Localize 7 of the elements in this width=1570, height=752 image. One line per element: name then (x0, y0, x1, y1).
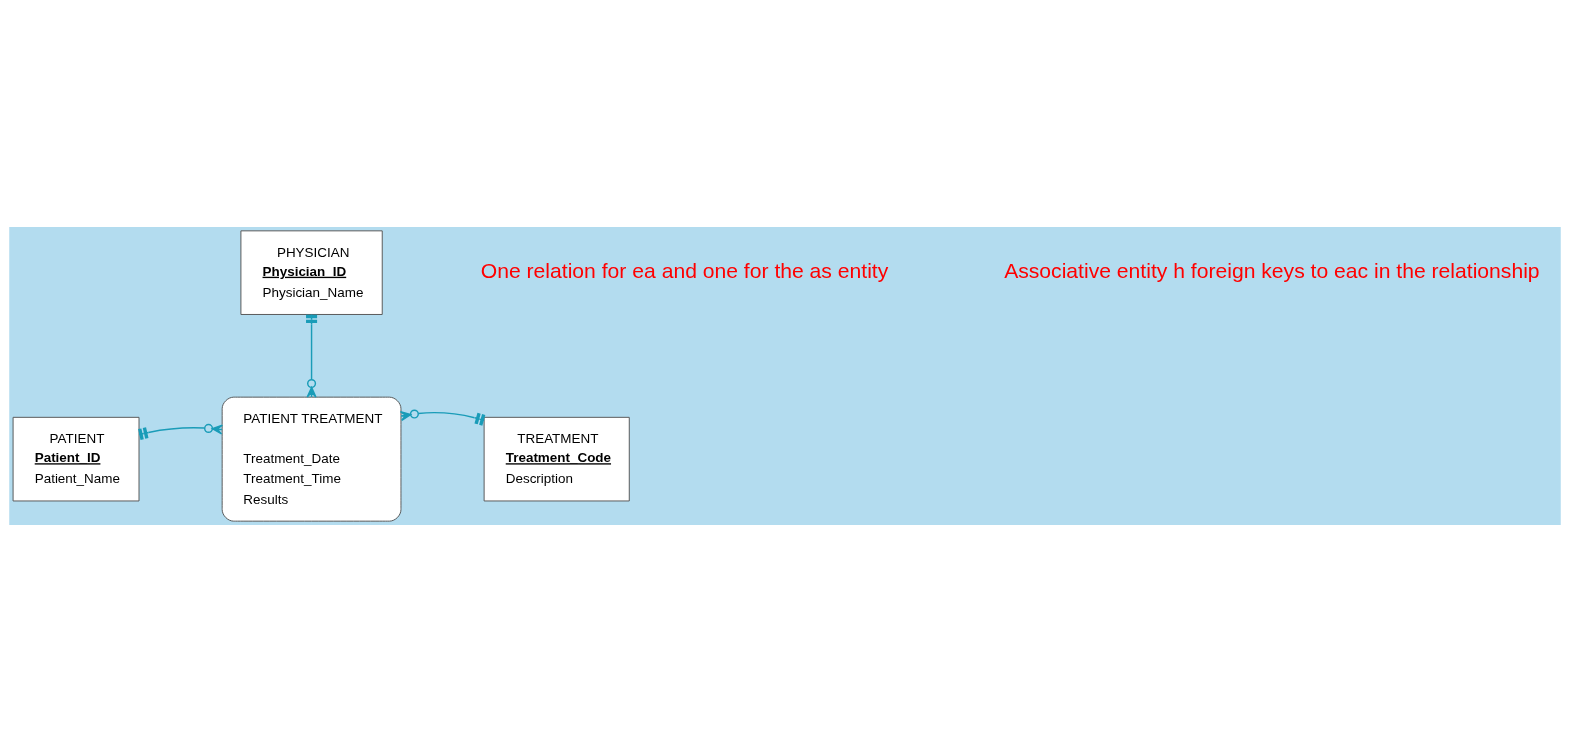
connector (399, 409, 486, 426)
node-box: TREATMENT Treatment_Code Description (483, 416, 630, 502)
label: One relation for ea and one for the as entity (480, 259, 889, 283)
node-box: PATIENT Patient_ID Patient_Name (12, 416, 140, 502)
node-box: PATIENT TREATMENT Treatment_Date Treatment_Time Results (221, 396, 402, 522)
label: Associative entity h foreign keys to eac in the relationship (1004, 259, 1540, 283)
node-box: PHYSICIAN Physician_ID Physician_Name (240, 230, 383, 315)
